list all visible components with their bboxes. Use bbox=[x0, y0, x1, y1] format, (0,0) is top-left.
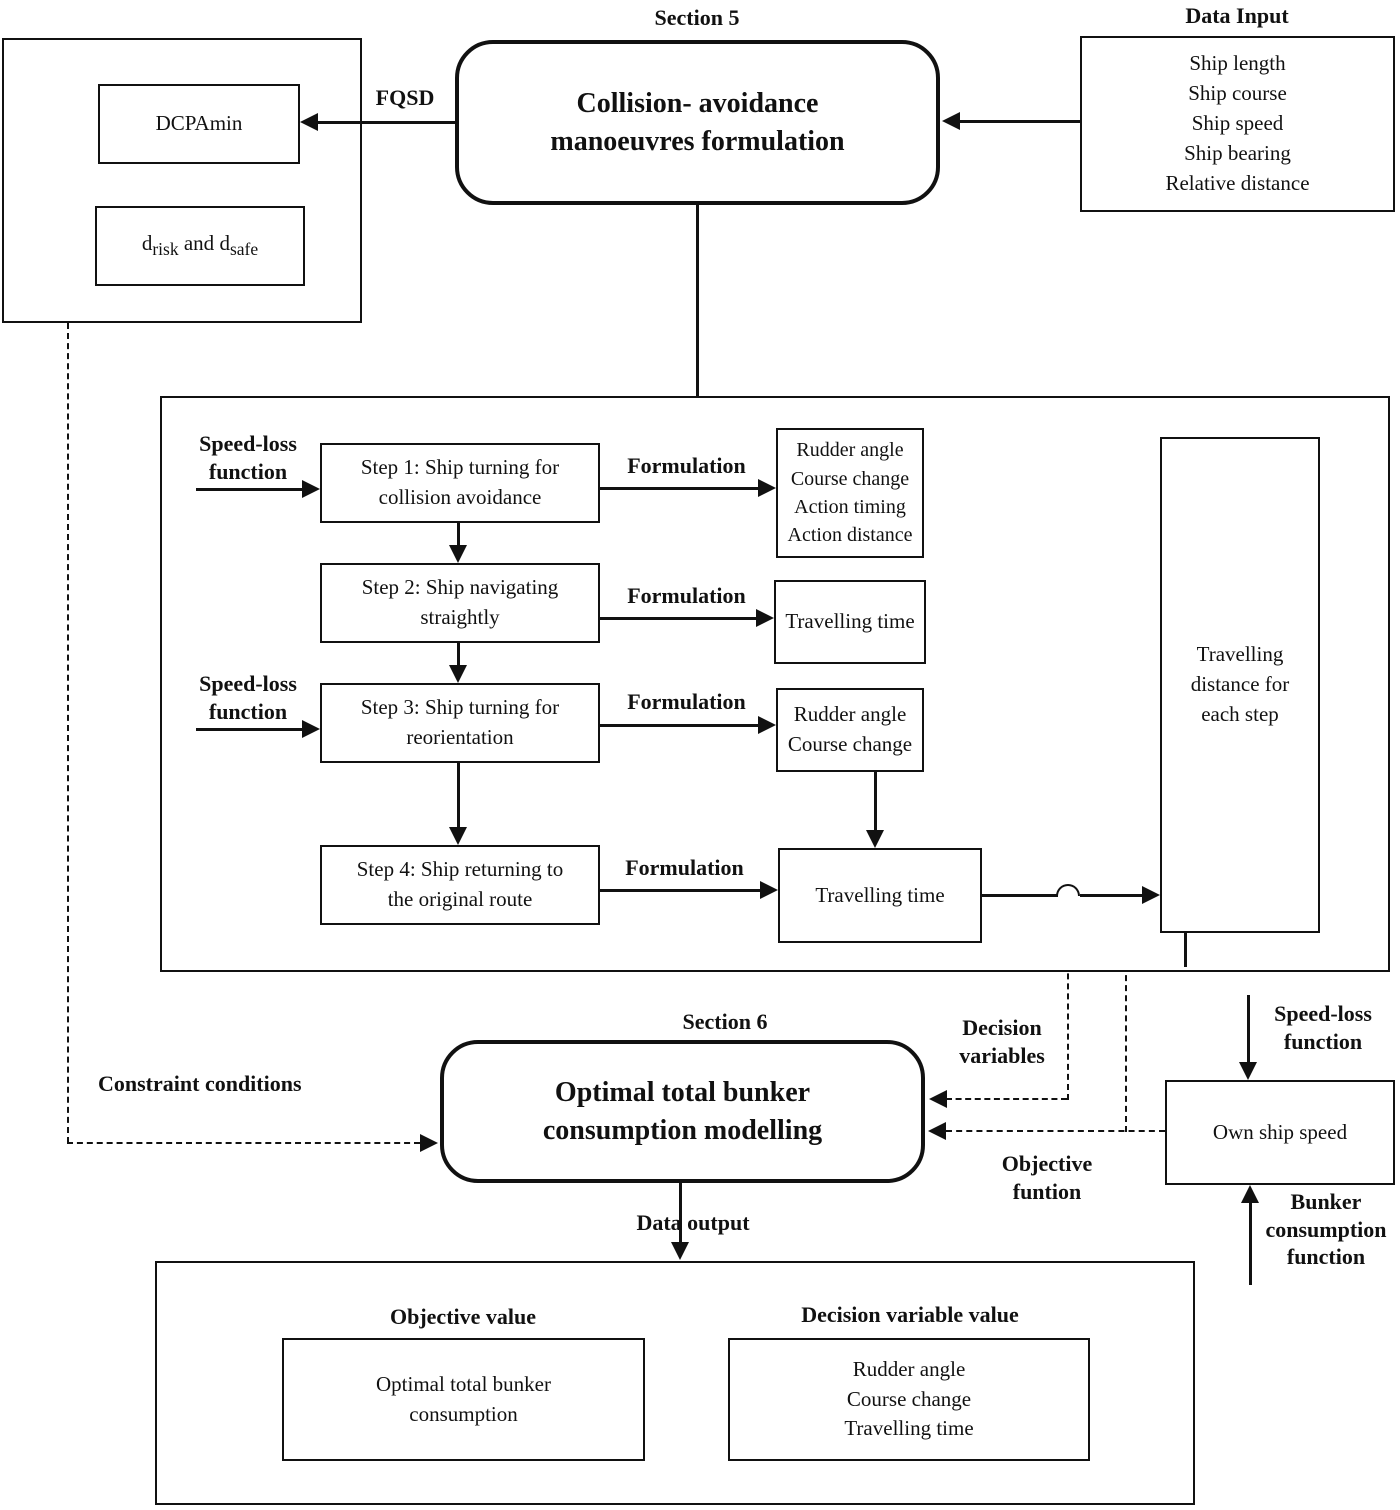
section6-box: Optimal total bunker consumption modelli… bbox=[440, 1040, 925, 1183]
dcpamin-box: DCPAmin bbox=[98, 84, 300, 164]
section6-label: Section 6 bbox=[682, 1009, 768, 1034]
objective-value-label: Objective value bbox=[389, 1304, 537, 1329]
constraint-dashed-vline bbox=[67, 323, 69, 1143]
d-safe-sub: safe bbox=[229, 239, 259, 260]
tt-to-distance-arrowhead-icon bbox=[1142, 886, 1160, 904]
objective-value-box: Optimal total bunker consumption bbox=[282, 1338, 645, 1461]
speed-loss-arrow-line-step3 bbox=[196, 728, 304, 731]
and-text: and bbox=[178, 231, 220, 256]
step1-step2-arrowhead-icon bbox=[449, 545, 467, 563]
speed-loss-arrowhead-step3-icon bbox=[302, 720, 320, 738]
formulation-line-1 bbox=[600, 487, 758, 490]
speed-loss-line1: Speed-loss bbox=[199, 431, 297, 456]
d-risk-sub: risk bbox=[152, 239, 179, 260]
constraint-label: Constraint conditions bbox=[98, 1071, 302, 1096]
objective-dashed-bottom-hline bbox=[946, 1130, 1165, 1132]
step2-output-box: Travelling time bbox=[774, 580, 926, 664]
dcpamin-label: DCPAmin bbox=[155, 111, 243, 136]
step4-output-box: Travelling time bbox=[778, 848, 982, 943]
section5-label: Section 5 bbox=[654, 5, 740, 30]
step2-step3-arrowhead-icon bbox=[449, 665, 467, 683]
decision-arrowhead-icon bbox=[929, 1090, 947, 1108]
output3-to-tt-arrowhead-icon bbox=[866, 830, 884, 848]
data-output-label: Data output bbox=[636, 1210, 750, 1235]
section5-title-line2: manoeuvres formulation bbox=[550, 125, 845, 157]
section5-title-line1: Collision- avoidance bbox=[576, 87, 819, 119]
step1-box: Step 1: Ship turning for collision avoid… bbox=[320, 443, 600, 523]
section5-to-steps-line bbox=[696, 205, 699, 396]
step4-box: Step 4: Ship returning to the original r… bbox=[320, 845, 600, 925]
data-output-arrowhead-icon bbox=[671, 1242, 689, 1260]
decision-variable-value-label: Decision variable value bbox=[801, 1302, 1019, 1327]
step3-output-box: Rudder angle Course change bbox=[776, 688, 924, 772]
objective-arrowhead-icon bbox=[928, 1122, 946, 1140]
data-input-label: Data Input bbox=[1185, 3, 1289, 28]
bunker-line bbox=[1249, 1203, 1252, 1285]
data-input-arrowhead-icon bbox=[942, 112, 960, 130]
own-ship-speed-box: Own ship speed bbox=[1165, 1080, 1395, 1185]
step3-box: Step 3: Ship turning for reorientation bbox=[320, 683, 600, 763]
constraint-arrowhead-icon bbox=[420, 1134, 438, 1152]
speed-loss-line2: function bbox=[208, 698, 288, 724]
section6-title-line1: Optimal total bunker bbox=[554, 1076, 811, 1108]
travel-distance-box: Travelling distance for each step bbox=[1160, 437, 1320, 933]
data-input-box: Ship length Ship course Ship speed Ship … bbox=[1080, 36, 1395, 212]
formulation-label-4: Formulation bbox=[625, 855, 744, 880]
decision-variables-label: Decision variables bbox=[959, 1015, 1045, 1068]
objective-dashed-vline bbox=[1125, 965, 1127, 1132]
tt-to-distance-line-b bbox=[1080, 894, 1144, 897]
step3-step4-arrowhead-icon bbox=[449, 827, 467, 845]
formulation-label-1: Formulation bbox=[627, 453, 746, 478]
formulation-arrowhead-4-icon bbox=[760, 881, 778, 899]
formulation-arrowhead-2-icon bbox=[756, 609, 774, 627]
section5-box: Collision- avoidance manoeuvres formulat… bbox=[455, 40, 940, 205]
decision-dashed-bottom-hline bbox=[946, 1098, 1067, 1100]
formulation-label-2: Formulation bbox=[627, 583, 746, 608]
formulation-arrowhead-3-icon bbox=[758, 716, 776, 734]
bunker-function-label: Bunker consumption function bbox=[1265, 1189, 1387, 1269]
formulation-line-2 bbox=[600, 617, 756, 620]
distance-stub-line bbox=[1184, 933, 1187, 967]
fqsd-label: FQSD bbox=[375, 85, 435, 110]
speed-loss-right-label: Speed-loss function bbox=[1274, 1001, 1372, 1054]
output3-to-tt-line bbox=[874, 772, 877, 830]
speed-loss-line2: function bbox=[208, 458, 288, 484]
step1-output-box: Rudder angle Course change Action timing… bbox=[776, 428, 924, 558]
speed-loss-right-line bbox=[1247, 995, 1250, 1062]
objective-function-label: Objective funtion bbox=[1001, 1151, 1093, 1204]
speed-loss-arrowhead-step1-icon bbox=[302, 480, 320, 498]
bunker-arrowhead-icon bbox=[1241, 1185, 1259, 1203]
d-safe-base: d bbox=[219, 231, 230, 256]
decision-variable-value-box: Rudder angle Course change Travelling ti… bbox=[728, 1338, 1090, 1461]
drisk-dsafe-box: drisk and dsafe bbox=[95, 206, 305, 286]
tt-to-distance-line-a bbox=[982, 894, 1058, 897]
step3-step4-line bbox=[457, 763, 460, 827]
speed-loss-right-arrowhead-icon bbox=[1239, 1062, 1257, 1080]
step2-box: Step 2: Ship navigating straightly bbox=[320, 563, 600, 643]
speed-loss-line1: Speed-loss bbox=[199, 671, 297, 696]
fqsd-arrowhead-icon bbox=[300, 113, 318, 131]
speed-loss-label-step1: Speed-loss function bbox=[186, 430, 310, 485]
section6-title-line2: consumption modelling bbox=[542, 1114, 823, 1146]
d-risk-base: d bbox=[141, 231, 153, 256]
drisk-dsafe-label: drisk and dsafe bbox=[142, 229, 258, 262]
speed-loss-arrow-line-step1 bbox=[196, 488, 304, 491]
data-output-line bbox=[679, 1183, 682, 1242]
formulation-label-3: Formulation bbox=[627, 689, 746, 714]
data-input-arrow-line bbox=[960, 120, 1080, 123]
formulation-arrowhead-1-icon bbox=[758, 479, 776, 497]
formulation-line-4 bbox=[600, 889, 760, 892]
constraint-dashed-hline bbox=[67, 1142, 420, 1144]
fqsd-arrow-line bbox=[316, 121, 455, 124]
formulation-line-3 bbox=[600, 724, 758, 727]
step1-step2-line bbox=[457, 523, 460, 547]
speed-loss-label-step3: Speed-loss function bbox=[186, 670, 310, 725]
step2-step3-line bbox=[457, 643, 460, 667]
